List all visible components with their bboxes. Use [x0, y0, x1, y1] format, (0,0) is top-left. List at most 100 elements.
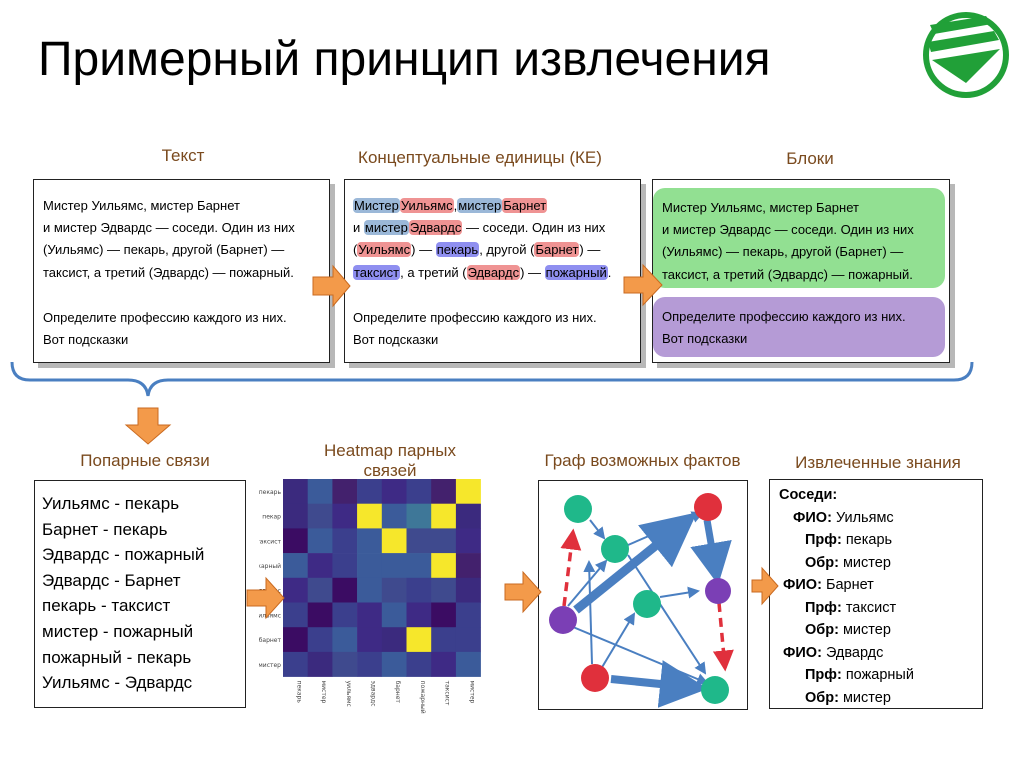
- arrow-right-icon: [751, 566, 779, 606]
- fio-value: Барнет: [825, 577, 874, 593]
- heatmap-cell: [307, 651, 333, 677]
- fio-label: ФИО:: [793, 509, 832, 526]
- heatmap-row-label: пекарь: [259, 489, 281, 496]
- heatmap-cell: [332, 627, 358, 653]
- ke-text: , другой (: [479, 242, 535, 258]
- heatmap-cell: [406, 651, 432, 677]
- obr-label: Обр:: [805, 554, 839, 571]
- heatmap-cell: [431, 651, 457, 677]
- heatmap-cell: [283, 528, 308, 554]
- text-line: (Уильямс) — пекарь, другой (Барнет) —: [43, 242, 285, 258]
- label-graph: Граф возможных фактов: [544, 451, 741, 470]
- fio-value: Эдвардс: [825, 644, 884, 661]
- ke-unit: Уильямс: [357, 242, 412, 258]
- ke-text: , а третий (: [400, 264, 467, 280]
- heatmap-col-label: барнет: [394, 681, 401, 704]
- block-line: Вот подсказки: [662, 331, 748, 347]
- label-text: Текст: [161, 146, 205, 165]
- text-line: и мистер Эдвардс — соседи. Один из них: [43, 220, 295, 236]
- heatmap-cell: [381, 479, 407, 504]
- arrow-right-icon: [312, 264, 351, 308]
- heatmap-col-label: уильямс: [345, 681, 352, 707]
- label-heatmap-line2: связей: [363, 461, 417, 480]
- heatmap-cell: [283, 602, 308, 628]
- heatmap-cell: [406, 627, 432, 653]
- ke-unit: пекарь: [435, 242, 480, 258]
- ke-unit: Барнет: [534, 242, 580, 258]
- heatmap-cell: [357, 627, 383, 653]
- ke-text: — соседи. Один из них: [466, 220, 606, 236]
- heatmap-cell: [332, 528, 358, 554]
- arrow-right-icon: [246, 576, 285, 620]
- ke-text: ) —: [520, 264, 542, 280]
- heatmap: пекарьпекартаксистпожарныйэдвардсуильямс…: [259, 478, 505, 720]
- heatmap-row-label: мистер: [259, 662, 281, 669]
- heatmap-cell: [307, 553, 333, 579]
- heatmap-cell: [431, 577, 457, 603]
- graph-node-purple: [705, 578, 731, 604]
- heatmap-cell: [455, 528, 481, 554]
- graph-node-purple: [549, 606, 577, 634]
- heatmap-cell: [357, 528, 383, 554]
- text-box: Мистер Уильямс, мистер Барнет и мистер Э…: [33, 179, 330, 363]
- heatmap-cell: [332, 577, 358, 603]
- graph-node-green: [564, 495, 592, 523]
- heatmap-cell: [431, 553, 457, 579]
- slide-title: Примерный принцип извлечения: [38, 33, 771, 86]
- pair-item: пожарный - пекарь: [42, 647, 192, 667]
- heatmap-row-label: пекар: [262, 514, 281, 521]
- heatmap-cell: [431, 528, 457, 554]
- pairs-box: Уильямс - пекарь Барнет - пекарь Эдвардс…: [34, 480, 246, 708]
- block-line: (Уильямс) — пекарь, другой (Барнет) —: [662, 244, 904, 260]
- label-heatmap: Heatmap парных связей: [300, 441, 480, 481]
- prf-label: Прф:: [805, 532, 842, 548]
- ke-text: и: [353, 220, 361, 236]
- heatmap-cell: [406, 503, 432, 529]
- heatmap-cell: [455, 627, 481, 653]
- ke-unit: Эдвардс: [466, 264, 521, 280]
- heatmap-cell: [307, 602, 333, 628]
- heatmap-cell: [332, 651, 358, 677]
- heatmap-cell: [332, 602, 358, 628]
- obr-value: мистер: [842, 622, 891, 638]
- heatmap-cell: [357, 553, 383, 579]
- fio-label: ФИО:: [783, 577, 822, 593]
- heatmap-cell: [455, 651, 481, 677]
- heatmap-row-label: таксист: [259, 538, 281, 545]
- dashed-edge: [560, 528, 582, 607]
- heatmap-cell: [307, 577, 333, 603]
- heatmap-cell: [381, 627, 407, 653]
- graph-node-red: [581, 664, 609, 692]
- heatmap-cell: [283, 553, 308, 579]
- prf-label: Прф:: [805, 599, 842, 616]
- ke-unit: Эдвардс: [408, 220, 463, 236]
- heatmap-cell: [406, 577, 432, 603]
- block-line: и мистер Эдвардс — соседи. Один из них: [662, 222, 914, 238]
- heatmap-cell: [283, 651, 308, 677]
- knowledge-head: Соседи:: [779, 487, 838, 503]
- pair-item: Уильямс - пекарь: [42, 494, 180, 513]
- heatmap-cell: [381, 577, 407, 603]
- ke-unit: таксист: [353, 264, 401, 280]
- pair-item: Барнет - пекарь: [42, 519, 168, 539]
- pair-item: Эдвардс - Барнет: [42, 570, 181, 590]
- ke-unit: Барнет: [502, 198, 548, 213]
- heatmap-grid: пекарьпекартаксистпожарныйэдвардсуильямс…: [259, 479, 481, 714]
- label-ke: Концептуальные единицы (КЕ): [358, 148, 602, 167]
- ke-text: ) —: [411, 242, 433, 258]
- heatmap-cell: [357, 651, 383, 677]
- heatmap-cell: [406, 553, 432, 579]
- heatmap-cell: [357, 503, 383, 529]
- heatmap-cell: [455, 503, 481, 529]
- ke-text: (: [353, 242, 358, 258]
- brace-shape: [10, 361, 974, 397]
- heatmap-cell: [357, 577, 383, 603]
- text-line: Определите профессию каждого из них.: [43, 310, 287, 325]
- knowledge-box: Соседи: ФИО: Уильямс Прф: пекарь Обр: ми…: [769, 479, 983, 709]
- graph-node-green: [601, 535, 629, 563]
- heatmap-cell: [406, 602, 432, 628]
- heatmap-cell: [381, 553, 407, 579]
- heatmap-cell: [307, 627, 333, 653]
- ke-unit: мистер: [457, 198, 503, 213]
- text-block-purple: Определите профессию каждого из них. Вот…: [653, 297, 945, 357]
